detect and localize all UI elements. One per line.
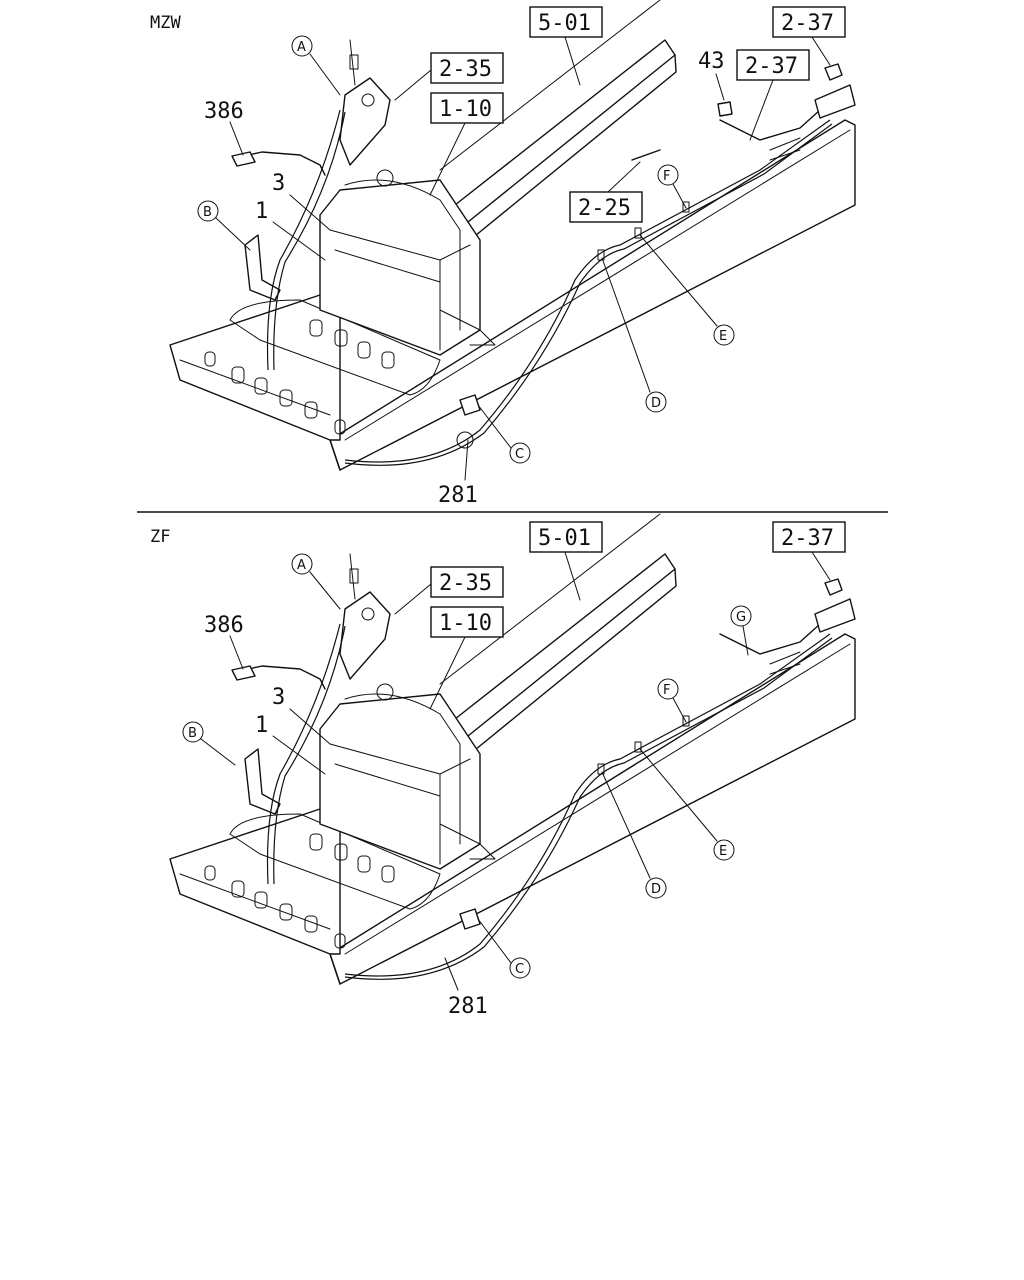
ref-box-2-25: 2-25 xyxy=(569,149,661,223)
callout-b: B xyxy=(197,200,251,251)
svg-text:2-25: 2-25 xyxy=(578,196,631,221)
callout-e: E xyxy=(639,748,735,861)
part-number-386: 386 xyxy=(204,613,244,638)
ref-box-1-10: 1-10 xyxy=(429,92,504,196)
ref-box-5-01: 5-01 xyxy=(529,6,603,86)
part-number-386: 386 xyxy=(204,99,244,124)
callout-c: C xyxy=(477,404,531,464)
callout-c: C xyxy=(477,918,531,979)
svg-text:E: E xyxy=(719,844,727,859)
part-number-281: 281 xyxy=(448,994,488,1019)
ref-box-2-37-b: 2-37 xyxy=(736,49,810,141)
part-number-1: 1 xyxy=(255,713,268,738)
ref-box-2-37-a: 2-37 xyxy=(772,6,846,81)
svg-text:F: F xyxy=(663,683,670,698)
part-number-281: 281 xyxy=(438,483,478,508)
svg-text:2-37: 2-37 xyxy=(745,54,798,79)
part-number-43: 43 xyxy=(698,49,725,74)
panel-bottom: ZF 5-01 2-35 1-10 2-37 386 3 1 281 xyxy=(150,513,856,1019)
callout-a: A xyxy=(291,35,341,96)
svg-text:1-10: 1-10 xyxy=(439,611,492,636)
callout-g: G xyxy=(730,605,752,656)
svg-text:A: A xyxy=(297,558,306,573)
ref-box-2-35: 2-35 xyxy=(394,52,504,101)
svg-text:2-37: 2-37 xyxy=(781,526,834,551)
callout-d: D xyxy=(601,257,667,413)
callout-f: F xyxy=(657,678,687,723)
svg-text:1-10: 1-10 xyxy=(439,97,492,122)
variant-label: ZF xyxy=(150,527,170,547)
callout-a: A xyxy=(291,553,341,610)
part-number-3: 3 xyxy=(272,685,285,710)
panel-top: MZW 5-01 2-35 1-10 2-37 2-37 xyxy=(150,0,856,508)
part-number-1: 1 xyxy=(255,199,268,224)
svg-text:F: F xyxy=(663,169,670,184)
svg-text:E: E xyxy=(719,329,727,344)
callout-f: F xyxy=(657,164,687,209)
ref-box-1-10: 1-10 xyxy=(429,606,504,710)
svg-text:A: A xyxy=(297,40,306,55)
svg-text:5-01: 5-01 xyxy=(538,11,591,36)
callout-b: B xyxy=(182,721,236,766)
svg-text:C: C xyxy=(515,447,524,462)
ref-box-5-01: 5-01 xyxy=(529,521,603,601)
svg-text:5-01: 5-01 xyxy=(538,526,591,551)
svg-text:D: D xyxy=(651,396,661,411)
svg-text:G: G xyxy=(736,610,746,625)
svg-text:2-37: 2-37 xyxy=(781,11,834,36)
part-number-3: 3 xyxy=(272,171,285,196)
svg-text:C: C xyxy=(515,962,524,977)
svg-text:B: B xyxy=(188,726,197,741)
svg-text:B: B xyxy=(203,205,212,220)
ref-box-2-37: 2-37 xyxy=(772,521,846,596)
ref-box-2-35: 2-35 xyxy=(394,566,504,615)
callout-d: D xyxy=(601,771,667,899)
callout-e: E xyxy=(639,234,735,346)
svg-text:2-35: 2-35 xyxy=(439,571,492,596)
variant-label: MZW xyxy=(150,13,181,33)
svg-text:2-35: 2-35 xyxy=(439,57,492,82)
svg-text:D: D xyxy=(651,882,661,897)
